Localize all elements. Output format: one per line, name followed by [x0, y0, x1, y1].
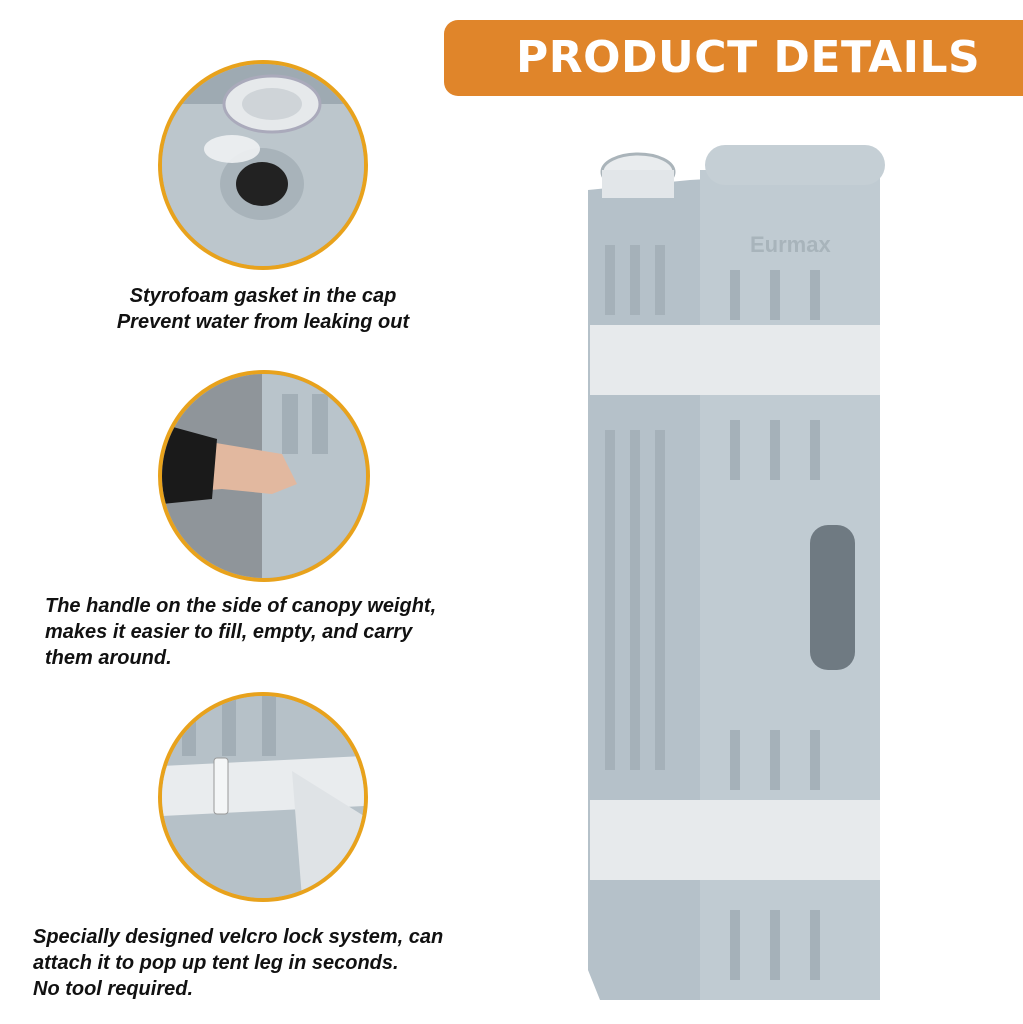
caption-line: No tool required. [33, 978, 193, 1000]
velcro-icon [162, 696, 364, 898]
caption-line: them around. [45, 647, 172, 669]
caption-line: Styrofoam gasket in the cap [129, 285, 397, 307]
handle-photo [158, 370, 370, 582]
caption-line: Prevent water from leaking out [116, 311, 410, 333]
water-weight-jug-image: Eurmax [588, 145, 885, 1000]
eurmax-logo: Eurmax [750, 232, 831, 257]
handle-icon [162, 374, 366, 578]
feature-2-caption: The handle on the side of canopy weight,… [45, 593, 436, 671]
caption-line: attach it to pop up tent leg in seconds. [33, 952, 399, 974]
feature-3-caption: Specially designed velcro lock system, c… [33, 924, 443, 1002]
caption-line: The handle on the side of canopy weight, [45, 595, 437, 617]
caption-line: Specially designed velcro lock system, c… [33, 926, 444, 948]
cap-gasket-photo [158, 60, 368, 270]
cap-icon [162, 64, 364, 266]
canopy-weight-product: Eurmax [570, 140, 900, 1015]
feature-1-caption: Styrofoam gasket in the cap Prevent wate… [0, 283, 526, 335]
banner-title: PRODUCT DETAILS [516, 32, 981, 83]
product-details-banner: PRODUCT DETAILS [444, 20, 1023, 96]
caption-line: makes it easier to fill, empty, and carr… [45, 621, 413, 643]
velcro-strap-photo [158, 692, 368, 902]
